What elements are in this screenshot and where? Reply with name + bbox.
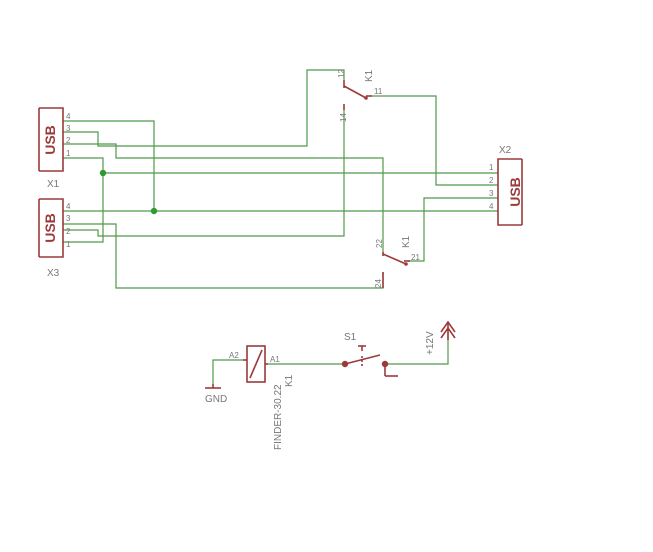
connector-x1-name: X1 xyxy=(47,179,60,190)
relay-contact-1: 12 11 14 K1 xyxy=(337,69,383,122)
connector-x2-pin: 4 xyxy=(489,202,494,211)
connector-x1-pin: 1 xyxy=(66,149,71,158)
junction-dot xyxy=(150,207,158,215)
relay-coil-value: FINDER-30.22 xyxy=(273,384,284,450)
ground-label: GND xyxy=(205,394,227,405)
connector-x1-pin: 3 xyxy=(66,124,71,133)
connector-x2-pin: 1 xyxy=(489,163,494,172)
connector-x3-name: X3 xyxy=(47,268,60,279)
connector-x2-text: USB xyxy=(507,177,523,207)
connector-x2-pin: 3 xyxy=(489,189,494,198)
connector-x3-pin: 3 xyxy=(66,214,71,223)
connector-x1: USB 4 3 2 1 X1 xyxy=(38,107,71,190)
connector-x3-pin: 4 xyxy=(66,202,71,211)
wire-x3-pin2 xyxy=(63,108,345,237)
connector-x2-pin: 2 xyxy=(489,176,494,185)
wires xyxy=(63,69,498,384)
junction-dot xyxy=(99,169,107,177)
wire-x1-pin3 xyxy=(63,69,345,147)
wire-x1-pin1 xyxy=(63,157,104,173)
relay-coil-name: K1 xyxy=(284,374,295,387)
switch-s1-name: S1 xyxy=(344,332,357,343)
wire-x1-pin2 xyxy=(63,143,384,252)
contact-pin: 24 xyxy=(374,279,383,288)
connector-x1-pin: 4 xyxy=(66,112,71,121)
connector-x2-name: X2 xyxy=(499,145,512,156)
relay-coil: A2 A1 FINDER-30.22 K1 xyxy=(229,345,295,450)
contact-pin: 11 xyxy=(374,87,383,96)
wire-k1-21-x2-pin3 xyxy=(408,197,498,262)
relay-contact-2-name: K1 xyxy=(401,235,412,248)
ground-symbol: GND xyxy=(205,384,227,405)
relay-contact-2: 22 21 24 K1 xyxy=(374,235,420,288)
coil-pin-a1: A1 xyxy=(270,355,280,364)
contact-pin: 12 xyxy=(337,69,346,78)
wire-junction-x3-pin1 xyxy=(63,173,104,243)
connector-x2: USB 1 2 3 4 X2 xyxy=(489,145,523,226)
contact-pin: 14 xyxy=(339,113,348,122)
coil-pin-a2: A2 xyxy=(229,351,239,360)
wire-k1-11-x2-pin2 xyxy=(372,95,498,186)
connector-x3-pin: 2 xyxy=(66,227,71,236)
contact-pin: 21 xyxy=(411,253,420,262)
connector-x3-pin: 1 xyxy=(66,240,71,249)
wire-x3-pin3 xyxy=(63,223,384,289)
wire-gnd xyxy=(212,359,243,384)
connector-x1-text: USB xyxy=(42,125,58,155)
connector-x3: USB 4 3 2 1 X3 xyxy=(38,198,71,279)
switch-s1: S1 xyxy=(341,332,398,377)
contact-pin: 22 xyxy=(375,239,384,248)
wire-s1-supply xyxy=(385,330,449,365)
connector-x1-pin: 2 xyxy=(66,136,71,145)
connector-x3-text: USB xyxy=(42,213,58,243)
supply-symbol: +12V xyxy=(425,320,456,355)
relay-contact-1-name: K1 xyxy=(364,69,375,82)
supply-label: +12V xyxy=(425,331,436,355)
wire-x1-pin4 xyxy=(63,120,155,211)
